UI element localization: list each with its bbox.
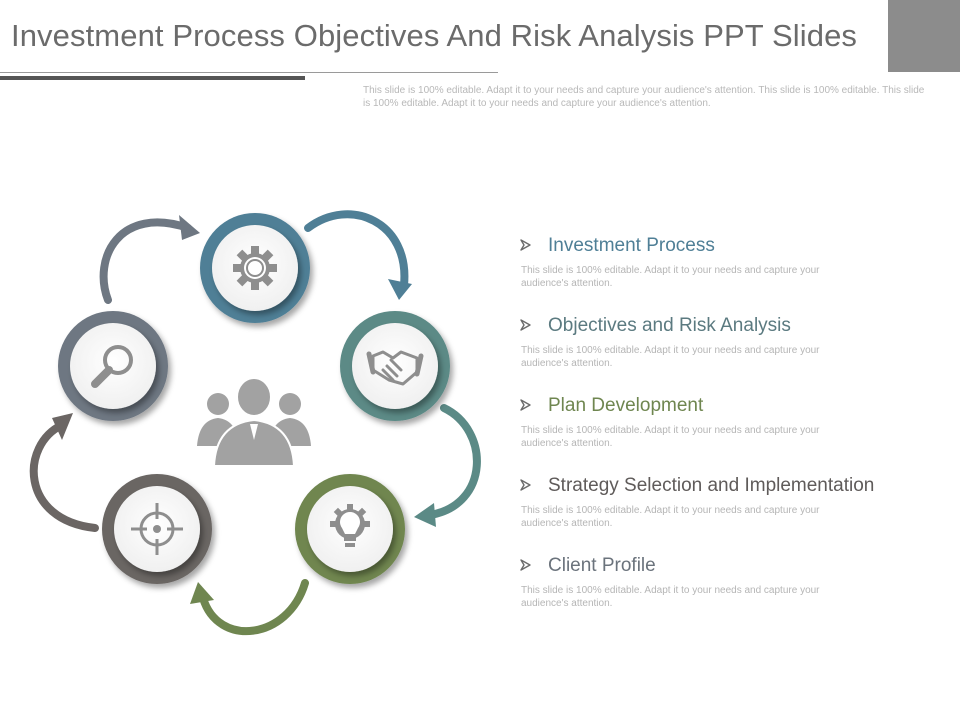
- chevron-bullet-icon: [520, 475, 548, 497]
- item-description: This slide is 100% editable. Adapt it to…: [521, 265, 820, 289]
- slide-subtitle: This slide is 100% editable. Adapt it to…: [363, 85, 925, 109]
- title-underline-thick: [0, 76, 305, 80]
- node-client-profile: [58, 311, 168, 421]
- lightbulb-gear-icon: [330, 504, 370, 547]
- arrow-tealgreen-to-olive: [414, 404, 481, 527]
- gear-icon: [233, 246, 277, 290]
- arrow-slate-to-blue: [99, 215, 200, 304]
- corner-accent-block: [888, 0, 960, 72]
- slide-title: Investment Process Objectives And Risk A…: [11, 18, 858, 53]
- list-item: Plan Development This slide is 100% edit…: [520, 392, 950, 472]
- arrow-blue-to-tealgreen: [304, 210, 412, 300]
- item-description: This slide is 100% editable. Adapt it to…: [521, 425, 820, 449]
- item-title: Plan Development: [548, 395, 704, 416]
- list-item: Objectives and Risk Analysis This slide …: [520, 312, 950, 392]
- node-objectives-risk: [340, 311, 450, 421]
- item-title: Investment Process: [548, 235, 715, 256]
- arrow-olive-to-taupe: [190, 579, 309, 636]
- chevron-bullet-icon: [520, 315, 548, 337]
- arrow-taupe-to-slate: [29, 413, 99, 532]
- magnifier-icon: [91, 345, 133, 388]
- item-description: This slide is 100% editable. Adapt it to…: [521, 345, 820, 369]
- item-title: Strategy Selection and Implementation: [548, 475, 875, 496]
- node-plan-development: [295, 474, 405, 584]
- node-strategy-selection: [102, 474, 212, 584]
- title-underline-thin: [0, 72, 498, 73]
- item-title: Client Profile: [548, 555, 656, 576]
- item-description: This slide is 100% editable. Adapt it to…: [521, 585, 820, 609]
- handshake-icon: [366, 350, 424, 386]
- list-item: Strategy Selection and Implementation Th…: [520, 472, 950, 552]
- chevron-bullet-icon: [520, 395, 548, 417]
- chevron-bullet-icon: [520, 235, 548, 257]
- item-list: Investment Process This slide is 100% ed…: [520, 232, 950, 632]
- list-item: Investment Process This slide is 100% ed…: [520, 232, 950, 312]
- node-investment-process: [200, 213, 310, 323]
- team-icon: [197, 377, 311, 467]
- target-icon: [131, 503, 183, 555]
- chevron-bullet-icon: [520, 555, 548, 577]
- list-item: Client Profile This slide is 100% editab…: [520, 552, 950, 632]
- item-title: Objectives and Risk Analysis: [548, 315, 791, 336]
- cycle-diagram: [29, 210, 481, 636]
- item-description: This slide is 100% editable. Adapt it to…: [521, 505, 820, 529]
